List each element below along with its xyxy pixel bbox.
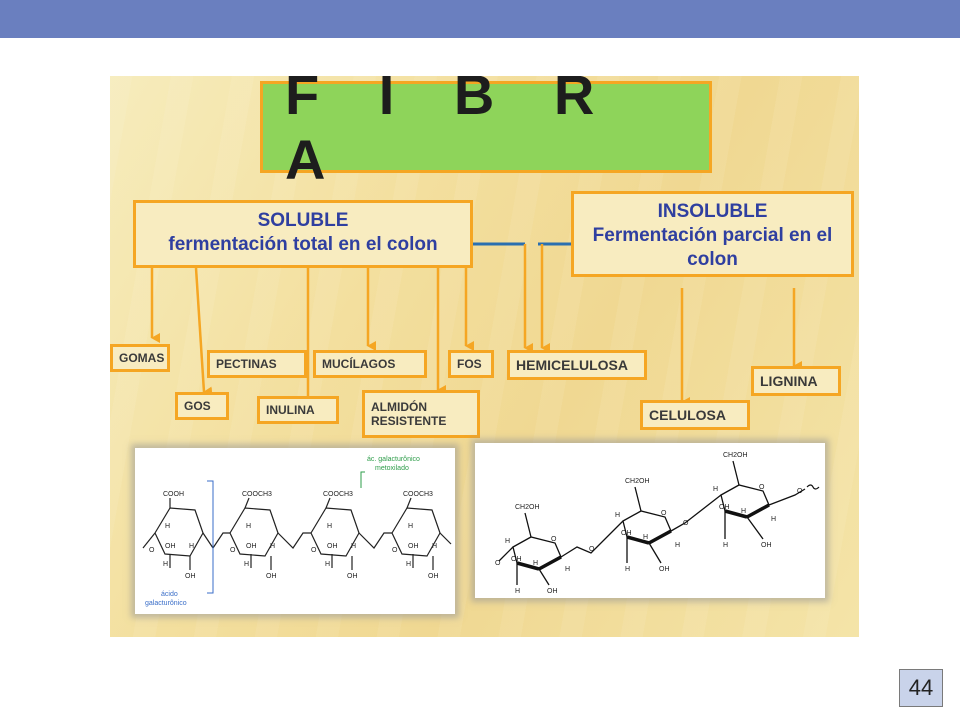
svg-text:OH: OH <box>165 543 176 550</box>
cooch3-label-b: COOCH3 <box>323 491 353 498</box>
svg-text:OH: OH <box>327 543 338 550</box>
cooh-label: COOH <box>163 491 184 498</box>
cooch3-label-a: COOCH3 <box>242 491 272 498</box>
soluble-heading: SOLUBLE <box>257 210 349 231</box>
item-pectinas: PECTINAS <box>207 350 307 378</box>
svg-text:O: O <box>149 547 155 554</box>
svg-text:OH: OH <box>185 573 196 580</box>
item-lignina: LIGNINA <box>751 366 841 396</box>
svg-text:H: H <box>675 542 680 549</box>
svg-text:H: H <box>723 542 728 549</box>
cellulose-structure-drawing: CH2OH CH2OH CH2OH O O O O O O O OH OH OH… <box>495 452 820 595</box>
insoluble-box: INSOLUBLE Fermentación parcial en el col… <box>571 191 854 277</box>
svg-text:OH: OH <box>761 542 772 549</box>
item-gos: GOS <box>175 392 229 420</box>
svg-text:H: H <box>246 523 251 530</box>
insoluble-description-2: colon <box>687 249 738 270</box>
insoluble-description-1: Fermentación parcial en el <box>592 225 833 246</box>
pectin-structure-drawing: ác. galacturônico metoxilado ácido galac… <box>142 456 452 607</box>
svg-text:CH2OH: CH2OH <box>723 452 748 459</box>
svg-text:H: H <box>432 543 437 550</box>
svg-text:H: H <box>165 523 170 530</box>
item-mucilagos: MUCÍLAGOS <box>313 350 427 378</box>
svg-text:H: H <box>189 543 194 550</box>
svg-text:H: H <box>244 561 249 568</box>
connector-arrows <box>150 242 802 409</box>
item-hemicelulosa: HEMICELULOSA <box>507 350 647 380</box>
svg-text:H: H <box>351 543 356 550</box>
slide-content: F I B R A SOLUBLE fermentación total en … <box>110 76 859 637</box>
svg-text:O: O <box>683 520 689 527</box>
insoluble-heading: INSOLUBLE <box>657 201 768 222</box>
svg-text:H: H <box>625 566 630 573</box>
acid-label-2: galacturônico <box>145 600 187 607</box>
svg-text:H: H <box>163 561 168 568</box>
svg-text:OH: OH <box>246 543 257 550</box>
svg-text:O: O <box>661 510 667 517</box>
svg-text:OH: OH <box>547 588 558 595</box>
svg-text:H: H <box>406 561 411 568</box>
svg-text:H: H <box>325 561 330 568</box>
svg-text:O: O <box>311 547 317 554</box>
svg-text:H: H <box>713 486 718 493</box>
svg-text:O: O <box>759 484 765 491</box>
item-inulina: INULINA <box>257 396 339 424</box>
svg-text:H: H <box>270 543 275 550</box>
soluble-description: fermentación total en el colon <box>168 234 438 255</box>
svg-text:H: H <box>515 588 520 595</box>
svg-text:OH: OH <box>659 566 670 573</box>
svg-text:H: H <box>327 523 332 530</box>
cellulose-structure-image: CH2OH CH2OH CH2OH O O O O O O O OH OH OH… <box>475 443 825 598</box>
acid-label-1: ácido <box>161 591 178 598</box>
soluble-box: SOLUBLE fermentación total en el colon <box>133 200 473 268</box>
svg-text:O: O <box>589 546 595 553</box>
svg-text:OH: OH <box>428 573 439 580</box>
svg-text:O: O <box>392 547 398 554</box>
item-celulosa: CELULOSA <box>640 400 750 430</box>
svg-text:O: O <box>495 560 501 567</box>
svg-text:H: H <box>771 516 776 523</box>
svg-text:CH2OH: CH2OH <box>625 478 650 485</box>
svg-text:O: O <box>551 536 557 543</box>
methyl-label-1: ác. galacturônico <box>367 456 420 463</box>
pectin-structure-image: ác. galacturônico metoxilado ácido galac… <box>135 448 455 614</box>
methyl-label-2: metoxilado <box>375 465 409 472</box>
item-gomas: GOMAS <box>110 344 170 372</box>
svg-text:H: H <box>643 534 648 541</box>
svg-text:H: H <box>408 523 413 530</box>
svg-text:OH: OH <box>266 573 277 580</box>
svg-text:H: H <box>533 560 538 567</box>
item-fos: FOS <box>448 350 494 378</box>
svg-text:O: O <box>230 547 236 554</box>
svg-text:OH: OH <box>347 573 358 580</box>
page-title: F I B R A <box>285 76 617 191</box>
svg-text:CH2OH: CH2OH <box>515 504 540 511</box>
svg-text:H: H <box>565 566 570 573</box>
svg-text:OH: OH <box>408 543 419 550</box>
svg-text:H: H <box>505 538 510 545</box>
page-number: 44 <box>899 669 943 707</box>
svg-text:H: H <box>741 508 746 515</box>
header-bar <box>0 0 960 38</box>
cooch3-label-c: COOCH3 <box>403 491 433 498</box>
item-almidon-resistente: ALMIDÓN RESISTENTE <box>362 390 480 438</box>
title-box: F I B R A <box>260 76 712 191</box>
svg-text:H: H <box>615 512 620 519</box>
